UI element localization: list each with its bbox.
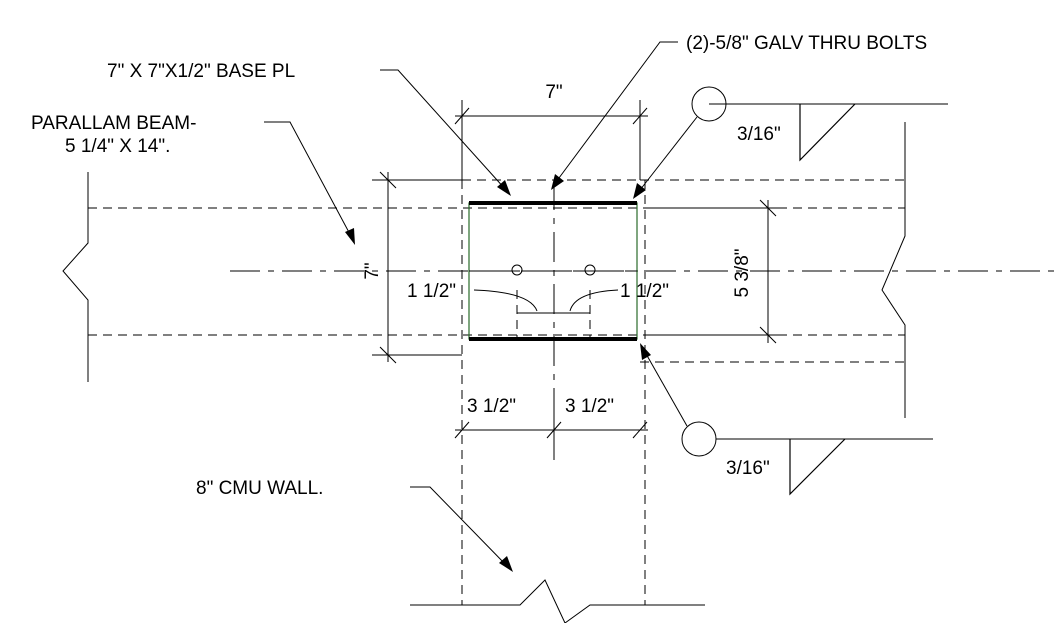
cmu-wall <box>410 179 705 623</box>
left-height-label: 7" <box>362 262 383 279</box>
leader-cmu-wall: 8" CMU WALL. <box>196 478 513 572</box>
bolt-hole-left <box>511 264 523 276</box>
weld-bottom-label: 3/16" <box>726 458 770 479</box>
beam-left-break-line <box>62 172 89 382</box>
dimension-left-height: 7" <box>362 171 462 364</box>
parallam-beam <box>62 122 1058 418</box>
bolt-hole-right <box>584 264 596 276</box>
beam-label-line2: 5 1/4" X 14". <box>65 136 170 157</box>
dimension-right-height: 5 3/8" <box>645 199 785 344</box>
cmu-wall-label: 8" CMU WALL. <box>196 478 323 499</box>
leader-base-plate: 7" X 7"X1/2" BASE PL <box>107 61 511 196</box>
wall-break-line <box>410 579 705 623</box>
right-height-label: 5 3/8" <box>732 248 753 297</box>
weld-top-label: 3/16" <box>737 124 781 145</box>
beam-label-line1: PARALLAM BEAM- <box>31 113 196 134</box>
fillet-weld-triangle-top <box>799 103 856 162</box>
bolt-right-label: 1 1/2" <box>620 281 669 302</box>
dimension-top-width: 7" <box>454 82 648 180</box>
weld-symbol-bottom: 3/16" <box>640 343 933 496</box>
weld-all-around-circle-bottom <box>681 421 717 457</box>
bottom-left-label: 3 1/2" <box>467 396 516 417</box>
top-width-label: 7" <box>545 82 562 103</box>
weld-symbol-top: 3/16" <box>633 86 948 199</box>
thru-bolts-label: (2)-5/8" GALV THRU BOLTS <box>686 33 927 54</box>
base-plate <box>468 201 638 341</box>
dimension-bolt-right: 1 1/2" <box>569 281 669 312</box>
bolt-left-label: 1 1/2" <box>407 281 456 302</box>
fillet-weld-triangle-bottom <box>789 438 846 496</box>
bottom-right-label: 3 1/2" <box>565 396 614 417</box>
base-plate-label: 7" X 7"X1/2" BASE PL <box>107 61 295 82</box>
beam-right-break-line <box>881 122 906 418</box>
dimension-bolt-left: 1 1/2" <box>407 281 538 312</box>
leader-thru-bolts: (2)-5/8" GALV THRU BOLTS <box>551 33 927 190</box>
dimension-bottom-widths: 3 1/2" 3 1/2" <box>454 396 648 440</box>
leader-parallam-beam: PARALLAM BEAM- 5 1/4" X 14". <box>31 113 355 245</box>
